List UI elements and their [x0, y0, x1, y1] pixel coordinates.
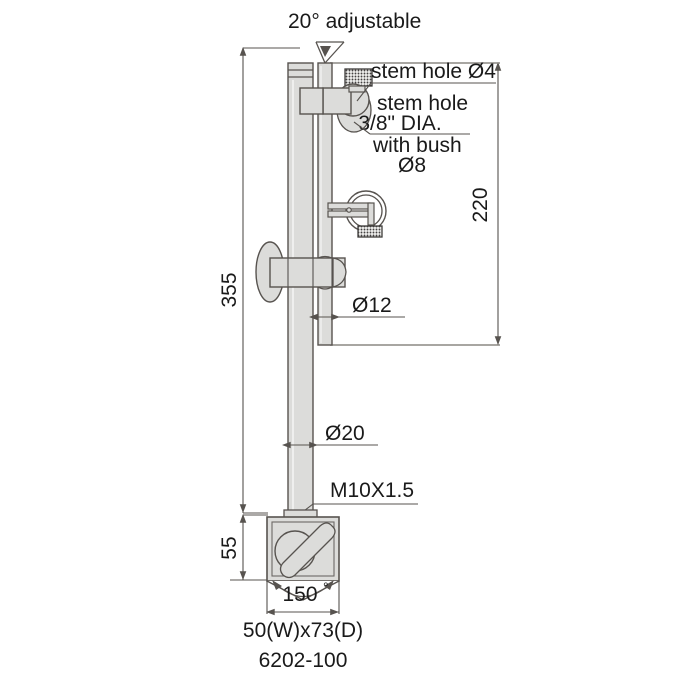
dimension-55-label: 55: [218, 536, 241, 559]
model-number-label: 6202-100: [259, 649, 348, 672]
angle-adjust-arrowhead: [320, 46, 331, 57]
knurled-screw-upper: [344, 68, 373, 87]
dimension-220: 220: [330, 61, 502, 346]
base-angle-arrow-left: [272, 580, 282, 590]
stem-hole-small-label: stem hole Ø4: [371, 60, 496, 83]
angle-adjust-label: 20° adjustable: [288, 10, 421, 33]
base-size-label: 50(W)x73(D): [243, 619, 363, 642]
knurled-screw-mid: [357, 225, 383, 238]
dimension-355: 355: [218, 46, 300, 514]
upper-clamp-assembly: [299, 83, 372, 133]
magnetic-base: 150 °: [266, 516, 340, 606]
fine-post-round-bottom: [317, 286, 333, 290]
stem-hole-large-line2: 3/8" DIA.: [358, 112, 441, 135]
thread-label: M10X1.5: [330, 479, 414, 502]
dimension-355-label: 355: [218, 272, 241, 307]
knurled-screw-upper-head: [344, 68, 373, 87]
angle-adjust-indicator: 20° adjustable: [288, 10, 421, 64]
base-switch-lever: [279, 522, 336, 579]
dimension-55: 55: [218, 513, 268, 581]
clamp-block-right: [322, 87, 352, 115]
mid-ring-clamp: [327, 190, 387, 238]
lock-knob-assembly: [255, 241, 347, 303]
annotation-stem-hole-large: stem hole 3/8" DIA. with bush Ø8: [353, 92, 470, 177]
dimension-base-width: 50(W)x73(D): [243, 581, 363, 642]
stem-hole-large-line1: stem hole: [377, 92, 468, 115]
magnetic-base-inner-outline: [271, 521, 335, 577]
stem-hole-large-line4: Ø8: [398, 154, 426, 177]
ring-clamp-slot: [367, 202, 375, 226]
annotation-thread: M10X1.5: [299, 479, 418, 515]
stem-hole-large-line3: with bush: [372, 134, 462, 157]
dimension-dia20-label: Ø20: [325, 422, 365, 445]
annotation-stem-hole-small: stem hole Ø4: [356, 60, 496, 102]
fine-post-round-top: [317, 255, 333, 259]
dimension-220-label: 220: [469, 187, 492, 222]
screw-neck: [348, 85, 366, 93]
main-post: [287, 62, 314, 516]
angle-adjust-vee: [315, 41, 345, 64]
dimension-dia12: Ø12: [308, 294, 405, 321]
ring-pivot-pin: [346, 207, 352, 213]
base-angle-arc: [274, 582, 332, 597]
base-angle-arrow-right: [324, 580, 334, 590]
dimension-dia20: Ø20: [281, 422, 378, 449]
stem-hole-large-leader: [353, 121, 371, 135]
main-post-body: [287, 62, 314, 516]
lock-knob-collar: [332, 257, 347, 288]
base-angle-degree-symbol: °: [323, 579, 329, 595]
dimension-dia12-label: Ø12: [352, 294, 392, 317]
stem-hole-small-leader: [356, 82, 372, 102]
clamp-block-left: [299, 87, 324, 115]
base-angle-value: 150: [282, 583, 317, 606]
